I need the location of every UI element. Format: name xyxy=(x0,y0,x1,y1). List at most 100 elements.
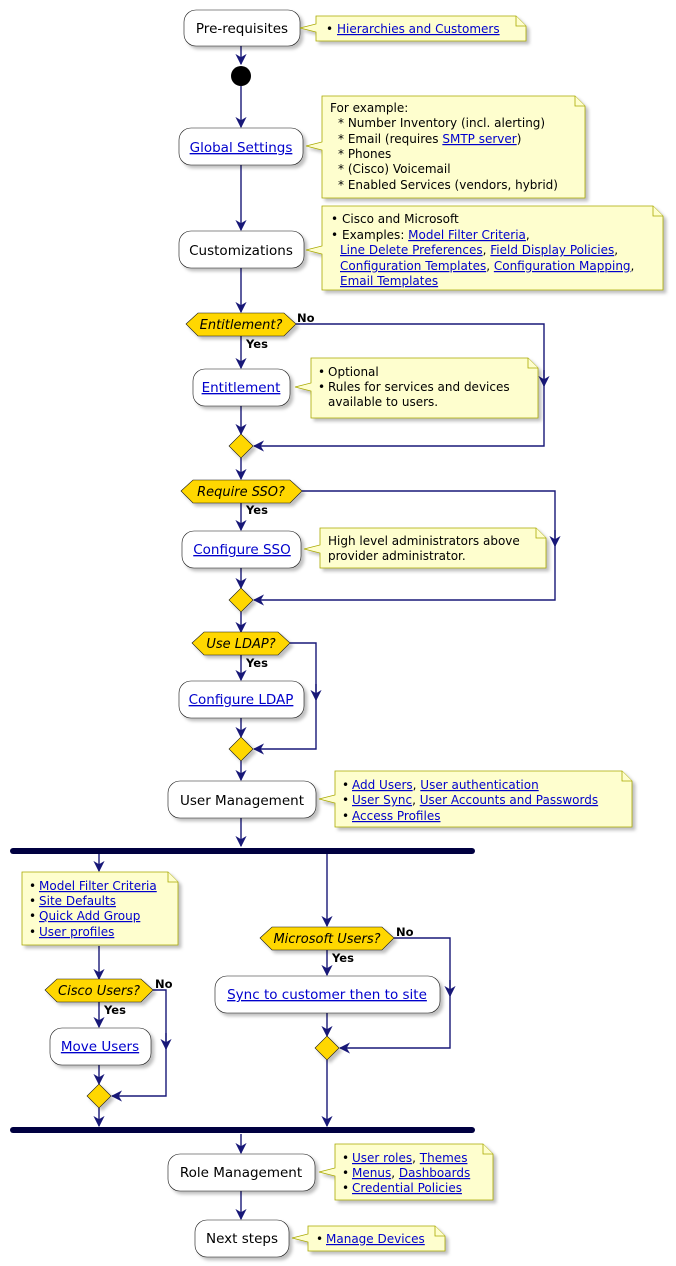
decision-entitlement-text: Entitlement? xyxy=(200,318,283,333)
note-bullet: • xyxy=(29,925,36,939)
node-next-steps-label: Next steps xyxy=(206,1231,278,1247)
sso-yes-label: Yes xyxy=(245,503,268,517)
themes-link[interactable]: Themes xyxy=(419,1151,468,1165)
cisco-model-filter-criteria-link[interactable]: Model Filter Criteria xyxy=(39,879,157,893)
note-sso: High level administrators above provider… xyxy=(303,527,547,569)
field-display-policies-link[interactable]: Field Display Policies xyxy=(490,243,614,257)
start-node xyxy=(231,66,251,86)
note-custom-line: Examples: Model Filter Criteria, xyxy=(342,228,530,242)
node-entitlement[interactable]: Entitlement xyxy=(192,368,291,407)
note-sso-line: provider administrator. xyxy=(328,549,466,563)
note-global-line: * Phones xyxy=(338,147,391,161)
configuration-templates-link[interactable]: Configuration Templates xyxy=(340,259,486,273)
credential-policies-link[interactable]: Credential Policies xyxy=(352,1181,462,1195)
configuration-mapping-link[interactable]: Configuration Mapping xyxy=(494,259,631,273)
note-entitle-line: Optional xyxy=(328,365,379,379)
note-global-settings: For example: * Number Inventory (incl. a… xyxy=(305,95,586,199)
note-bullet: • xyxy=(331,228,338,242)
quick-add-group-link[interactable]: Quick Add Group xyxy=(39,909,140,923)
fork-bar xyxy=(10,848,475,854)
note-bullet: • xyxy=(342,793,349,807)
note-customizations: • Cisco and Microsoft • Examples: Model … xyxy=(305,205,664,291)
note-global-line: For example: xyxy=(330,101,408,115)
note-bullet: • xyxy=(342,1151,349,1165)
node-customizations-label: Customizations xyxy=(189,243,293,259)
smtp-server-link[interactable]: SMTP server xyxy=(442,132,516,146)
hierarchies-customers-link[interactable]: Hierarchies and Customers xyxy=(337,22,500,36)
user-profiles-link[interactable]: User profiles xyxy=(39,925,114,939)
note-global-line: * Number Inventory (incl. alerting) xyxy=(338,116,545,130)
note-custom-line: Configuration Templates, Configuration M… xyxy=(340,259,634,273)
cisco-yes-label: Yes xyxy=(103,1003,126,1017)
note-sso-line: High level administrators above xyxy=(328,534,520,548)
decision-sso-text: Require SSO? xyxy=(197,485,285,500)
entitlement-yes-label: Yes xyxy=(245,337,268,351)
menus-link[interactable]: Menus xyxy=(352,1166,391,1180)
note-custom-line: Line Delete Preferences, Field Display P… xyxy=(340,243,618,257)
note-role-management: • User roles, Themes • Menus, Dashboards… xyxy=(318,1143,494,1201)
line-delete-preferences-link[interactable]: Line Delete Preferences xyxy=(340,243,483,257)
decision-entitlement: Entitlement? xyxy=(185,312,297,337)
model-filter-criteria-link[interactable]: Model Filter Criteria xyxy=(408,228,526,242)
note-cisco-branch: • Model Filter Criteria • Site Defaults … xyxy=(21,871,179,946)
note-global-line: * Email (requires SMTP server) xyxy=(338,132,521,146)
move-users-link[interactable]: Move Users xyxy=(61,1039,139,1055)
access-profiles-link[interactable]: Access Profiles xyxy=(352,809,440,823)
user-roles-link[interactable]: User roles xyxy=(352,1151,412,1165)
node-move-users[interactable]: Move Users xyxy=(49,1027,152,1066)
decision-cisco-users-text: Cisco Users? xyxy=(58,984,140,999)
note-entitlement: • Optional • Rules for services and devi… xyxy=(294,357,539,419)
decision-ldap: Use LDAP? xyxy=(191,631,291,656)
note-user-management: • Add Users, User authentication • User … xyxy=(318,770,633,828)
node-configure-sso[interactable]: Configure SSO xyxy=(181,530,302,569)
global-settings-link[interactable]: Global Settings xyxy=(190,140,293,156)
merge-ms xyxy=(314,1035,340,1061)
node-global-settings[interactable]: Global Settings xyxy=(178,127,304,166)
email-templates-link[interactable]: Email Templates xyxy=(340,274,438,288)
node-customizations: Customizations xyxy=(178,230,305,269)
node-sync-customer-site[interactable]: Sync to customer then to site xyxy=(214,975,441,1014)
user-authentication-link[interactable]: User authentication xyxy=(420,778,538,792)
note-bullet: • xyxy=(342,809,349,823)
site-defaults-link[interactable]: Site Defaults xyxy=(39,894,116,908)
note-users-line: User Sync, User Accounts and Passwords xyxy=(352,793,598,807)
note-global-line: * Enabled Services (vendors, hybrid) xyxy=(338,178,558,192)
note-next-steps: • Manage Devices xyxy=(291,1225,446,1252)
note-bullet: • xyxy=(331,212,338,226)
configure-sso-link[interactable]: Configure SSO xyxy=(193,542,291,558)
decision-cisco-users: Cisco Users? xyxy=(44,978,154,1003)
cisco-no-label: No xyxy=(155,977,173,991)
note-global-line: * (Cisco) Voicemail xyxy=(338,162,451,176)
user-accounts-passwords-link[interactable]: User Accounts and Passwords xyxy=(420,793,598,807)
note-bullet: • xyxy=(318,365,325,379)
note-bullet: • xyxy=(29,909,36,923)
note-roles-line: Menus, Dashboards xyxy=(352,1166,470,1180)
merge-cisco xyxy=(86,1083,112,1109)
ms-no-label: No xyxy=(396,925,414,939)
ldap-yes-label: Yes xyxy=(245,656,268,670)
note-bullet: • xyxy=(342,778,349,792)
dashboards-link[interactable]: Dashboards xyxy=(399,1166,470,1180)
note-roles-line: User roles, Themes xyxy=(352,1151,467,1165)
merge-entitlement xyxy=(228,433,254,459)
configure-ldap-link[interactable]: Configure LDAP xyxy=(189,692,294,708)
note-bullet: • xyxy=(318,380,325,394)
manage-devices-link[interactable]: Manage Devices xyxy=(326,1232,425,1246)
node-role-management: Role Management xyxy=(167,1153,316,1192)
node-role-management-label: Role Management xyxy=(180,1165,302,1181)
note-bullet: • xyxy=(342,1166,349,1180)
node-user-management: User Management xyxy=(167,780,317,819)
sync-customer-site-link[interactable]: Sync to customer then to site xyxy=(227,987,427,1003)
note-prerequisites: • Hierarchies and Customers xyxy=(299,15,527,42)
decision-ldap-text: Use LDAP? xyxy=(206,637,275,652)
merge-ldap xyxy=(228,736,254,762)
add-users-link[interactable]: Add Users xyxy=(352,778,413,792)
user-sync-link[interactable]: User Sync xyxy=(352,793,412,807)
decision-sso: Require SSO? xyxy=(180,479,303,504)
node-configure-ldap[interactable]: Configure LDAP xyxy=(178,680,305,719)
note-entitle-line: available to users. xyxy=(328,395,438,409)
node-prerequisites: Pre-requisites xyxy=(183,9,301,47)
entitlement-link[interactable]: Entitlement xyxy=(202,380,281,396)
note-bullet: • xyxy=(316,1232,323,1246)
